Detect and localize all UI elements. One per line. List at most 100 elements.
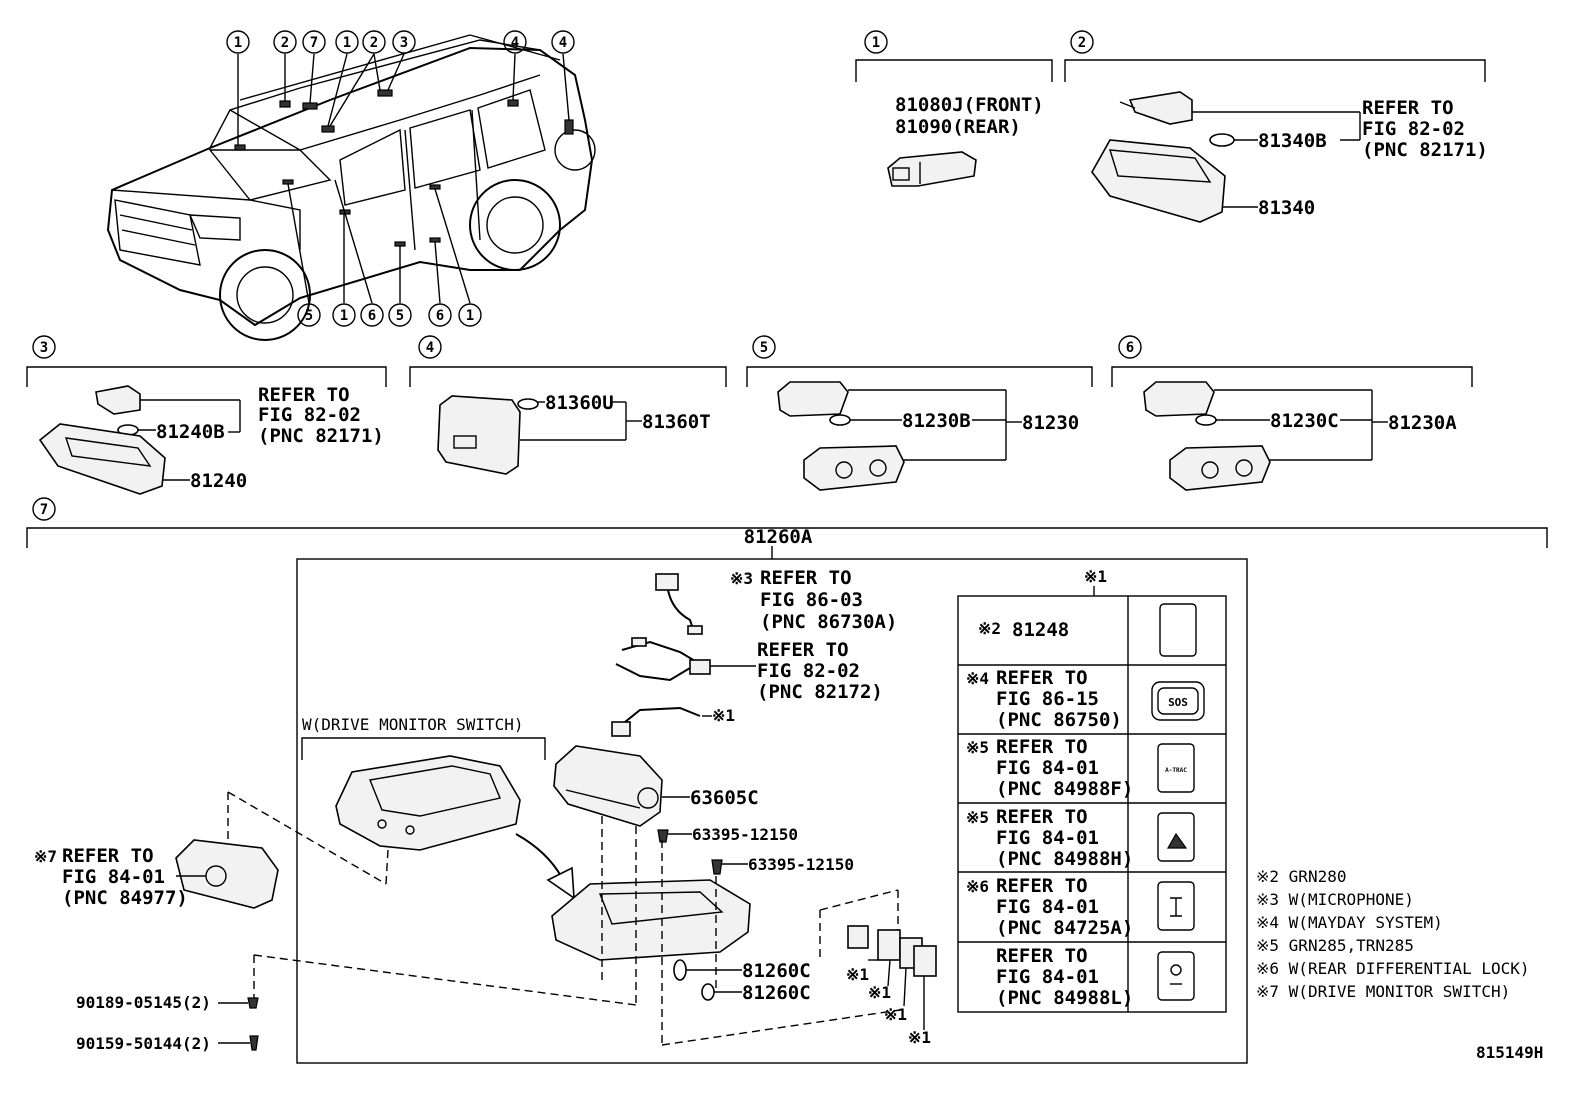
row-mark: ※5 [966,808,989,827]
row-line-2: FIG 84-01 [996,896,1099,918]
section-1-courtesy-lamp: 1 81080J(FRONT) 81090(REAR) [855,30,1053,187]
a-trac-icon-text: A-TRAC [1165,767,1187,774]
switch-note-mark-2: ※1 [868,983,891,1002]
section-4-cargo-lamp: 4 81360U 81360T [409,335,727,475]
table-header-mark: ※1 [1084,567,1107,586]
section-2-refer-1: REFER TO [1362,97,1454,119]
callout-6: 6 [436,308,444,324]
rear-diff-lock-switch-icon [1157,881,1195,931]
part-81240-label: 81240 [190,470,247,492]
part-81230-label: 81230 [1022,412,1079,434]
callout-1: 1 [343,35,351,51]
switch-note-mark-3: ※1 [884,1005,907,1024]
row-line-2: FIG 86-15 [996,688,1099,710]
legend-item: ※5 GRN285,TRN285 [1256,936,1414,955]
legend-item: ※2 GRN280 [1256,867,1346,886]
mic-note-mark: ※3 [730,569,753,588]
row-line-1: REFER TO [996,875,1088,897]
part-81260a-label: 81260A [744,526,813,548]
part-81230b-label: 81230B [902,410,971,432]
legend: ※2 GRN280 ※3 W(MICROPHONE) ※4 W(MAYDAY S… [1256,867,1530,1001]
row-mark: ※4 [966,669,989,688]
row-line-1: REFER TO [996,736,1088,758]
harness-refer-1: REFER TO [757,639,849,661]
mic-refer-3: (PNC 86730A) [760,611,897,633]
section-3-refer-1: REFER TO [258,384,350,406]
callout-1: 1 [234,35,242,51]
crawl-control-switch-icon [1157,951,1195,1001]
section-2-dome-lamp: 2 REFER TO FIG 82-02 (PNC 82171) 81340B … [1064,30,1488,223]
callout-2: 2 [281,35,289,51]
a-trac-switch-icon [1157,743,1195,793]
callout-2: 2 [370,35,378,51]
callout-1: 1 [466,308,474,324]
switch-table: ※1 ※2 81248 ※4 REFER TO FIG 86-15 (PNC 8… [957,567,1227,1013]
section-3-refer-3: (PNC 82171) [258,425,384,447]
section-7-callout: 7 [40,502,48,518]
table-row: ※2 81248 [978,603,1197,657]
assembly-frame [296,558,1248,1064]
section-1-callout: 1 [872,35,880,51]
row-line-1: REFER TO [996,667,1088,689]
legend-item: ※3 W(MICROPHONE) [1256,890,1414,909]
part-81230a-label: 81230A [1388,412,1457,434]
sw-note-mark: ※7 [34,847,57,866]
legend-item: ※4 W(MAYDAY SYSTEM) [1256,913,1443,932]
row-line-2: FIG 84-01 [996,757,1099,779]
section-7-overhead-console: 7 81260A ※3 REFER TO FIG 86-03 (PNC 8673… [26,497,1548,1064]
callout-5: 5 [305,308,313,324]
part-81340b-label: 81340B [1258,130,1327,152]
part-81260c-label-1: 81260C [742,960,811,982]
callout-7: 7 [310,35,318,51]
part-90159-50144-label: 90159-50144(2) [76,1034,211,1053]
switch-note-mark-1: ※1 [846,965,869,984]
sos-icon-text: SOS [1168,696,1188,709]
harness-refer-3: (PNC 82172) [757,681,883,703]
callout-6: 6 [368,308,376,324]
vehicle-callouts-bottom: 5 1 6 5 6 1 [297,303,482,327]
row-mark: ※5 [966,738,989,757]
row-line-1: REFER TO [996,945,1088,967]
callout-1: 1 [340,308,348,324]
legend-item: ※6 W(REAR DIFFERENTIAL LOCK) [1256,959,1530,978]
part-81340-label: 81340 [1258,197,1315,219]
row-line-2: FIG 84-01 [996,827,1099,849]
part-63395-12150-label-1: 63395-12150 [692,825,798,844]
hill-assist-switch-icon [1157,812,1195,862]
row-mark: ※2 [978,619,1001,638]
part-81240b-label: 81240B [156,421,225,443]
section-5-callout: 5 [760,340,768,356]
part-81230c-label: 81230C [1270,410,1339,432]
part-63395-12150-label-2: 63395-12150 [748,855,854,874]
section-2-refer-2: FIG 82-02 [1362,118,1465,140]
section-6-door-courtesy-lamp: 6 81230C 81230A [1111,335,1473,491]
wire-note-mark: ※1 [712,706,735,725]
section-4-callout: 4 [426,340,434,356]
table-row: REFER TO FIG 84-01 (PNC 84988L) [996,945,1195,1009]
vehicle-illustration: 1 2 7 1 2 3 4 4 5 1 6 5 6 1 [106,30,596,341]
row-line-3: (PNC 84725A) [996,917,1133,939]
sw-refer-2: FIG 84-01 [62,866,165,888]
table-row: ※5 REFER TO FIG 84-01 (PNC 84988F) A-TRA… [966,736,1195,800]
callout-5: 5 [396,308,404,324]
part-81090-label: 81090(REAR) [895,116,1021,138]
sw-refer-1: REFER TO [62,845,154,867]
row-part-number: 81248 [1012,619,1069,641]
part-90189-05145-label: 90189-05145(2) [76,993,211,1012]
callout-3: 3 [400,35,408,51]
sw-refer-3: (PNC 84977) [62,887,188,909]
sos-button-icon [1151,681,1205,721]
part-81360u-label: 81360U [545,392,614,414]
section-6-callout: 6 [1126,340,1134,356]
drive-monitor-header: W(DRIVE MONITOR SWITCH) [302,715,524,734]
blank-switch-icon [1159,603,1197,657]
harness-refer-2: FIG 82-02 [757,660,860,682]
table-row: ※6 REFER TO FIG 84-01 (PNC 84725A) [966,875,1195,939]
section-2-callout: 2 [1078,35,1086,51]
table-row: ※5 REFER TO FIG 84-01 (PNC 84988H) [966,806,1195,870]
section-3-callout: 3 [40,340,48,356]
figure-code: 815149H [1476,1043,1543,1062]
row-line-3: (PNC 84988F) [996,778,1133,800]
section-3-refer-2: FIG 82-02 [258,404,361,426]
